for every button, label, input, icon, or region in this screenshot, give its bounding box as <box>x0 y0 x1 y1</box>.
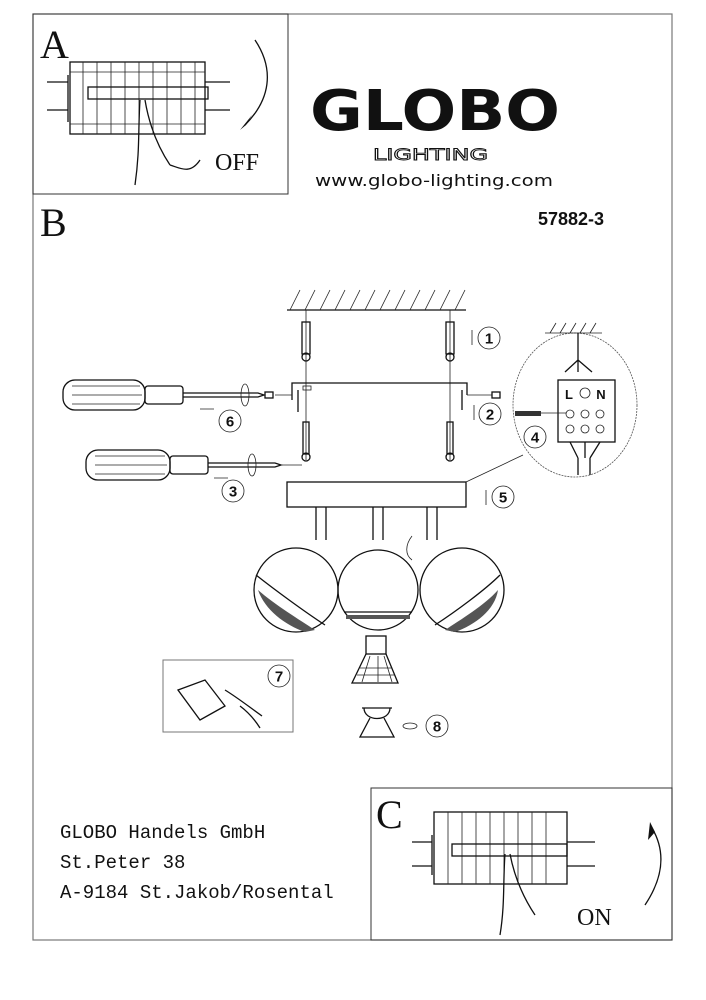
wiring-detail <box>512 322 638 478</box>
model-number: 57882-3 <box>538 209 604 229</box>
mounting-bracket <box>291 382 468 400</box>
address-line: A-9184 St.Jakob/Rosental <box>60 882 334 904</box>
address-line: GLOBO Handels GmbH <box>60 822 266 844</box>
breaker-panel-icon <box>47 61 230 135</box>
rotate-arrow-icon <box>406 535 413 561</box>
spotlight-head <box>337 549 419 631</box>
step-3: 3 <box>229 484 237 501</box>
step-numbers: 1 2 3 4 5 6 7 8 <box>218 326 547 738</box>
brand-logo: GLOBO <box>310 79 560 144</box>
screw-icon <box>446 421 454 455</box>
rotate-arrow-icon <box>402 722 418 730</box>
canopy <box>286 481 467 508</box>
step-7: 7 <box>275 669 283 686</box>
panel-c-letter: C <box>376 792 403 837</box>
arrow-head-icon <box>648 822 655 840</box>
step-8: 8 <box>433 719 441 736</box>
arrow-head-icon <box>240 115 252 130</box>
address-line: St.Peter 38 <box>60 852 186 874</box>
socket-icon <box>358 707 396 738</box>
terminal-n: N <box>596 387 605 402</box>
spotlight-head <box>253 547 339 633</box>
step-1: 1 <box>485 331 493 348</box>
step-4: 4 <box>531 430 540 447</box>
wall-plug-icon <box>445 321 455 355</box>
screwdriver-icon <box>62 379 267 411</box>
step-2: 2 <box>486 407 494 424</box>
wall-plug-icon <box>301 321 311 355</box>
screwdriver-icon <box>85 449 302 481</box>
ground-icon <box>579 387 591 399</box>
gu10-bulb-icon <box>350 635 399 684</box>
off-label: OFF <box>215 150 259 176</box>
panel-a-letter: A <box>40 22 69 67</box>
brand-sub: LIGHTING <box>373 145 488 164</box>
bulb-handling-icon <box>176 679 263 729</box>
website-link[interactable]: www.globo-lighting.com <box>315 171 553 190</box>
step-6: 6 <box>226 414 234 431</box>
arrow-down-icon <box>244 39 268 126</box>
assembly-diagram: L N 1 2 3 4 5 6 7 8 <box>62 289 638 738</box>
screw-icon <box>302 421 310 455</box>
step-5: 5 <box>499 490 507 507</box>
hand-icon <box>134 99 201 186</box>
spotlight-head <box>419 547 505 633</box>
direction-arrows <box>200 330 487 505</box>
company-address: GLOBO Handels GmbH St.Peter 38 A-9184 St… <box>60 818 334 908</box>
panel-a: A OFF <box>32 13 289 195</box>
panel-b-letter: B <box>40 200 67 245</box>
hand-icon <box>499 853 536 936</box>
on-label: ON <box>577 905 612 931</box>
panel-c: C ON <box>370 787 673 941</box>
terminal-l: L <box>565 387 573 402</box>
page-border <box>32 13 673 941</box>
arrow-up-icon <box>644 827 662 906</box>
step-7-box <box>162 659 294 733</box>
breaker-panel-icon <box>412 811 595 885</box>
